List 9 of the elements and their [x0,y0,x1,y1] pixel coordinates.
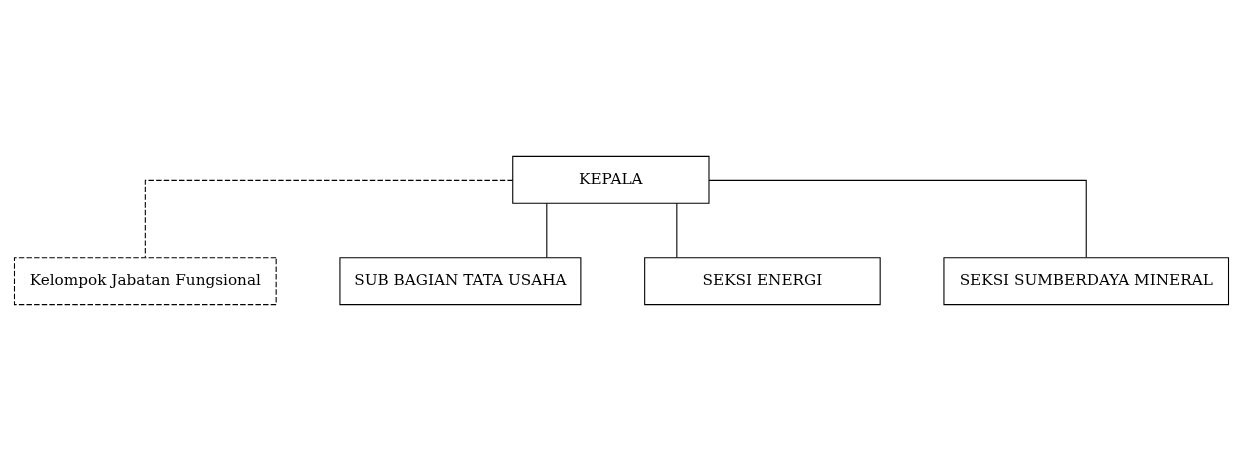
node-box: Kelompok Jabatan Fungsional [13,257,277,306]
node-box: SEKSI ENERGI [644,257,881,306]
connector [676,202,678,258]
connector [144,179,514,258]
connector [708,179,1087,258]
connector [546,202,548,258]
node-box: KEPALA [512,155,710,204]
node-box: SUB BAGIAN TATA USAHA [339,257,582,306]
node-box: SEKSI SUMBERDAYA MINERAL [943,257,1230,306]
